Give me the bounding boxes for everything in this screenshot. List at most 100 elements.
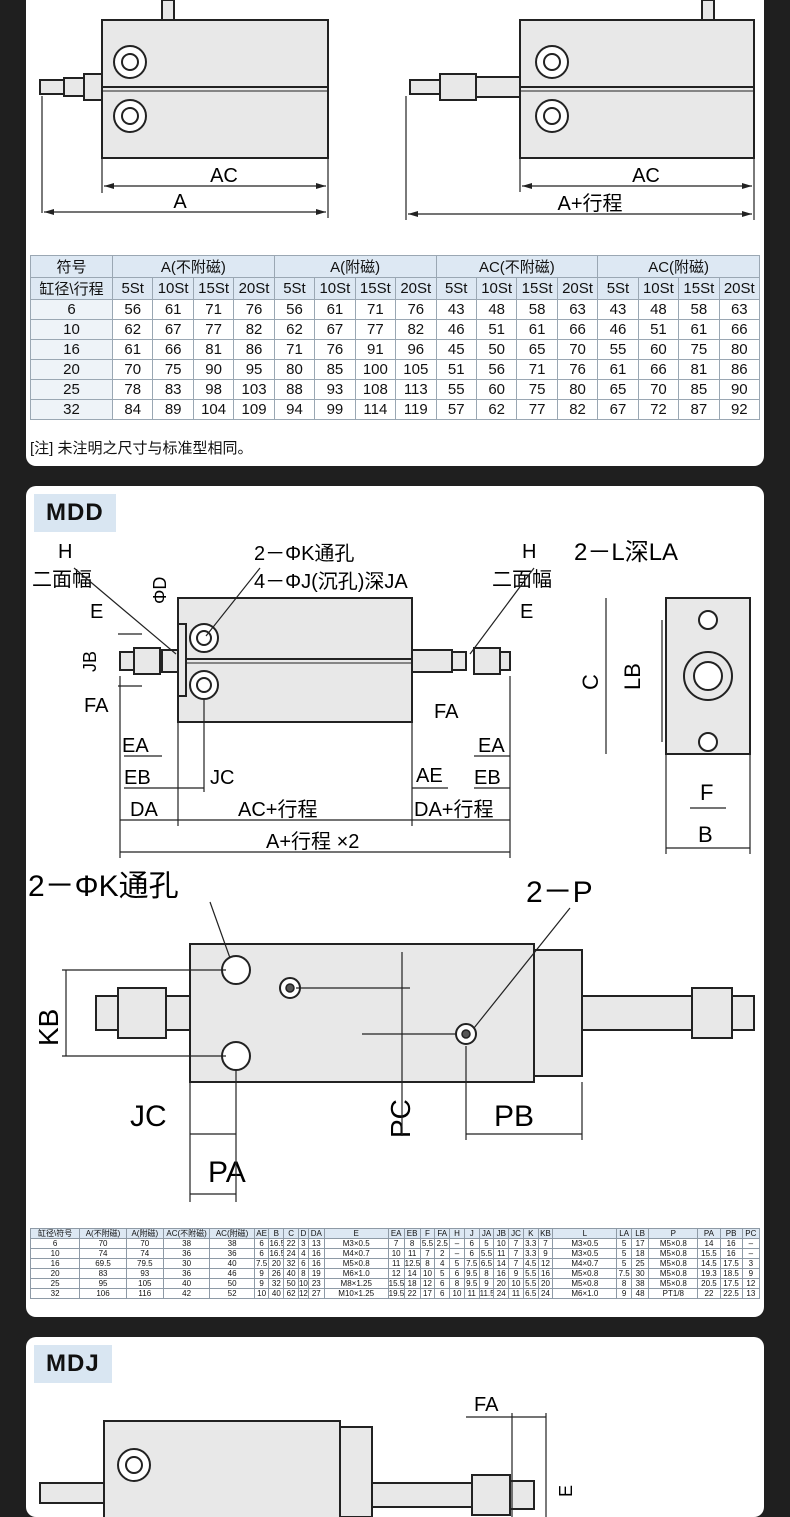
table-cell: 40	[268, 1288, 285, 1299]
table-cell: 32	[29, 1288, 81, 1299]
bore-cell: 20	[30, 359, 113, 380]
header-group: A(附磁)	[273, 255, 437, 278]
table-cell: 12	[387, 1268, 405, 1279]
table-cell: 43	[435, 299, 477, 320]
table-cell: 16.5	[268, 1248, 285, 1259]
table-cell: 70	[79, 1238, 127, 1249]
table-cell: 9.5	[463, 1268, 480, 1279]
table-cell: 70	[556, 339, 599, 360]
table-cell: M3×0.5	[323, 1238, 389, 1249]
table-cell: 48	[637, 299, 680, 320]
table-cell: 63	[556, 299, 599, 320]
table-cell: M5×0.8	[552, 1268, 618, 1279]
label-ac-stroke: AC+行程	[238, 798, 317, 821]
label-da-stroke: DA+行程	[414, 798, 493, 821]
table-cell: 3	[297, 1238, 309, 1249]
table-cell: M8×1.25	[323, 1278, 389, 1289]
table-cell: 22	[403, 1288, 421, 1299]
table-cell: 77	[192, 319, 235, 340]
table-cell: 17	[419, 1288, 436, 1299]
table-cell: 16	[537, 1268, 554, 1279]
table-cell: M4×0.7	[552, 1258, 618, 1269]
table-cell: 20	[29, 1268, 81, 1279]
header-stroke: 5St	[435, 277, 477, 300]
table-cell: 51	[435, 359, 477, 380]
table-cell: 56	[475, 359, 518, 380]
header-cell: KB	[537, 1228, 554, 1239]
table-cell: 9	[253, 1278, 270, 1289]
label-h-right: H	[522, 541, 536, 563]
table-cell: 15.5	[697, 1248, 721, 1259]
label-kb: KB	[33, 1009, 64, 1046]
table-cell: 85	[314, 359, 356, 380]
table-cell: M5×0.8	[648, 1238, 699, 1249]
table-cell: 93	[314, 379, 356, 400]
header-group: AC(附磁)	[597, 255, 760, 278]
label-l-depth: 2－L深LA	[574, 539, 678, 566]
header-stroke: 20St	[395, 277, 437, 300]
table-cell: 62	[475, 399, 518, 420]
table-cell: 80	[273, 359, 316, 380]
table-cell: 11	[508, 1288, 524, 1299]
table-cell: 8	[449, 1278, 465, 1289]
table-cell: 10	[253, 1288, 270, 1299]
table-cell: 95	[233, 359, 275, 380]
table-cell: 11.5	[478, 1288, 495, 1299]
header-cell: L	[552, 1228, 618, 1239]
table-cell: 36	[209, 1248, 255, 1259]
table-cell: 7.5	[616, 1268, 633, 1279]
table-cell: 9	[478, 1278, 495, 1289]
header-bore-stroke: 缸径\行程	[30, 277, 113, 300]
table-cell: 17	[631, 1238, 650, 1249]
table-cell: 13	[307, 1238, 325, 1249]
table-cell: 51	[637, 319, 680, 340]
table-cell: 50	[283, 1278, 299, 1289]
header-cell: LB	[631, 1228, 650, 1239]
header-cell: EB	[403, 1228, 421, 1239]
table-cell: 100	[354, 359, 397, 380]
header-cell: A(不附磁)	[79, 1228, 127, 1239]
header-cell: F	[419, 1228, 436, 1239]
table-cell: 70	[637, 379, 680, 400]
header-cell: PB	[719, 1228, 743, 1239]
header-stroke: 15St	[354, 277, 397, 300]
label-e-left: E	[90, 601, 103, 623]
table-cell: 80	[718, 339, 761, 360]
table-cell: 66	[718, 319, 761, 340]
table-cell: 30	[162, 1258, 211, 1269]
header-stroke: 10St	[314, 277, 356, 300]
label-a-stroke-x2: A+行程 ×2	[266, 830, 359, 853]
bore-cell: 16	[30, 339, 113, 360]
table-cell: 6	[29, 1238, 81, 1249]
table-cell: 16.5	[268, 1238, 285, 1249]
table-cell: 82	[395, 319, 437, 340]
table-cell: 10	[493, 1238, 510, 1249]
header-group: A(不附磁)	[112, 255, 275, 278]
cylinder-left	[39, 0, 329, 159]
header-stroke: 20St	[556, 277, 599, 300]
label-eb-right: EB	[474, 767, 501, 789]
table-cell: 6	[449, 1268, 465, 1279]
header-symbol: 符号	[30, 255, 113, 278]
header-cell: JC	[508, 1228, 524, 1239]
table-cell: 14	[403, 1268, 421, 1279]
table-cell: 16	[307, 1248, 325, 1259]
label-ea-left: EA	[122, 735, 149, 757]
header-stroke: 5St	[597, 277, 639, 300]
table-cell: 82	[556, 399, 599, 420]
table-cell: 71	[273, 339, 316, 360]
mdd-top-view	[95, 943, 755, 1083]
table-cell: 83	[152, 379, 194, 400]
table-cell: 5	[478, 1238, 495, 1249]
label-e-mdj: E	[556, 1485, 576, 1497]
table-cell: 5	[616, 1258, 633, 1269]
table-cell: 12	[419, 1278, 436, 1289]
table-cell: 86	[718, 359, 761, 380]
table-cell: 6	[463, 1238, 480, 1249]
table-cell: 57	[435, 399, 477, 420]
table-cell: 40	[209, 1258, 255, 1269]
table-cell: 74	[125, 1248, 164, 1259]
table-cell: 60	[637, 339, 680, 360]
table-cell: 9.5	[463, 1278, 480, 1289]
